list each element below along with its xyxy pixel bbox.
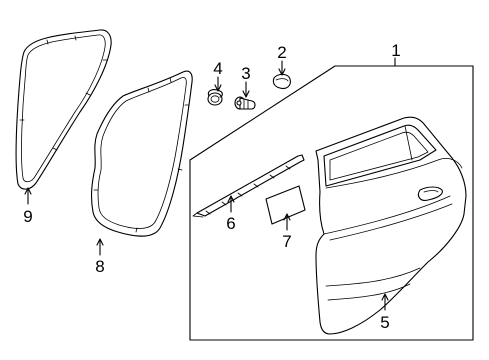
callout-2-arrow xyxy=(278,68,286,76)
part-5-rear-door xyxy=(315,116,467,335)
callout-labels: 1 2 3 4 5 6 7 8 9 xyxy=(23,41,400,332)
callout-5: 5 xyxy=(380,313,389,332)
callout-2: 2 xyxy=(277,43,286,62)
callout-6: 6 xyxy=(226,214,235,233)
callout-7: 7 xyxy=(282,232,291,251)
part-6-moulding xyxy=(192,154,305,218)
callout-6-arrow xyxy=(227,195,235,203)
callout-3: 3 xyxy=(241,64,250,83)
callout-9-arrow xyxy=(24,187,32,195)
callout-4-arrow xyxy=(214,84,222,92)
callout-3-arrow xyxy=(242,90,250,98)
assembly-box xyxy=(189,57,474,341)
part-8-weatherstrip xyxy=(90,70,193,237)
callout-8-arrow xyxy=(96,238,104,246)
callout-4: 4 xyxy=(213,59,222,78)
part-2-cap xyxy=(272,73,291,90)
leader-lines xyxy=(24,60,389,311)
callout-8: 8 xyxy=(95,257,104,276)
callout-1: 1 xyxy=(391,41,400,60)
part-4-grommet xyxy=(207,89,223,106)
part-3-clip xyxy=(234,96,256,110)
part-7-pad xyxy=(265,185,306,225)
callout-7-arrow xyxy=(283,213,291,221)
callout-5-arrow xyxy=(381,293,389,301)
part-9-weatherstrip xyxy=(15,29,112,190)
callout-9: 9 xyxy=(23,207,32,226)
